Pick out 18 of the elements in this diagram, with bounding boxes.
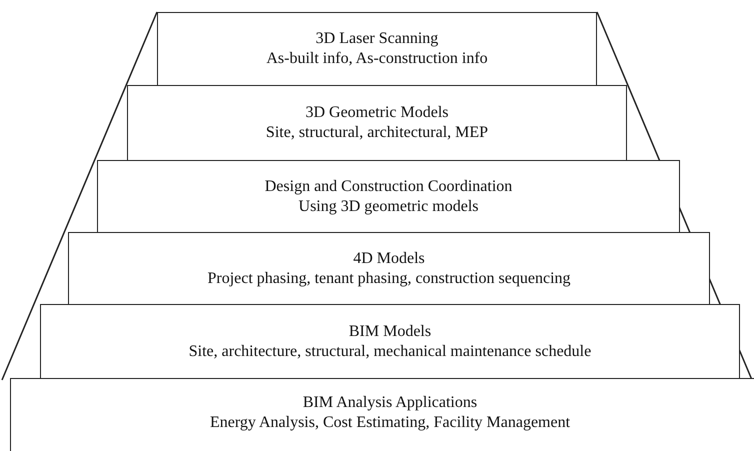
tier-description: Site, structural, architectural, MEP: [266, 123, 488, 143]
tier-title: 4D Models: [353, 248, 425, 268]
tier-title: BIM Models: [348, 322, 432, 342]
tier-description: Using 3D geometric models: [298, 196, 478, 216]
pyramid-tier: [10, 378, 754, 451]
tier-description: As-built info, As-construction info: [266, 49, 488, 69]
tier-title: 3D Geometric Models: [305, 103, 449, 123]
pyramid-tier: [157, 12, 597, 86]
tier-description: Project phasing, tenant phasing, construction sequencing: [207, 268, 571, 288]
tier-title: Design and Construction Coordination: [264, 176, 512, 196]
pyramid-tier: [97, 160, 680, 233]
pyramid-tier: [68, 232, 710, 305]
tier-title: 3D Laser Scanning: [316, 29, 438, 49]
tier-description: Energy Analysis, Cost Estimating, Facility Management: [210, 412, 570, 432]
pyramid-tier: [40, 304, 740, 379]
pyramid-tier: [127, 85, 627, 161]
tier-description: Site, architecture, structural, mechanical maintenance schedule: [188, 342, 592, 362]
tier-title: BIM Analysis Applications: [302, 392, 478, 412]
